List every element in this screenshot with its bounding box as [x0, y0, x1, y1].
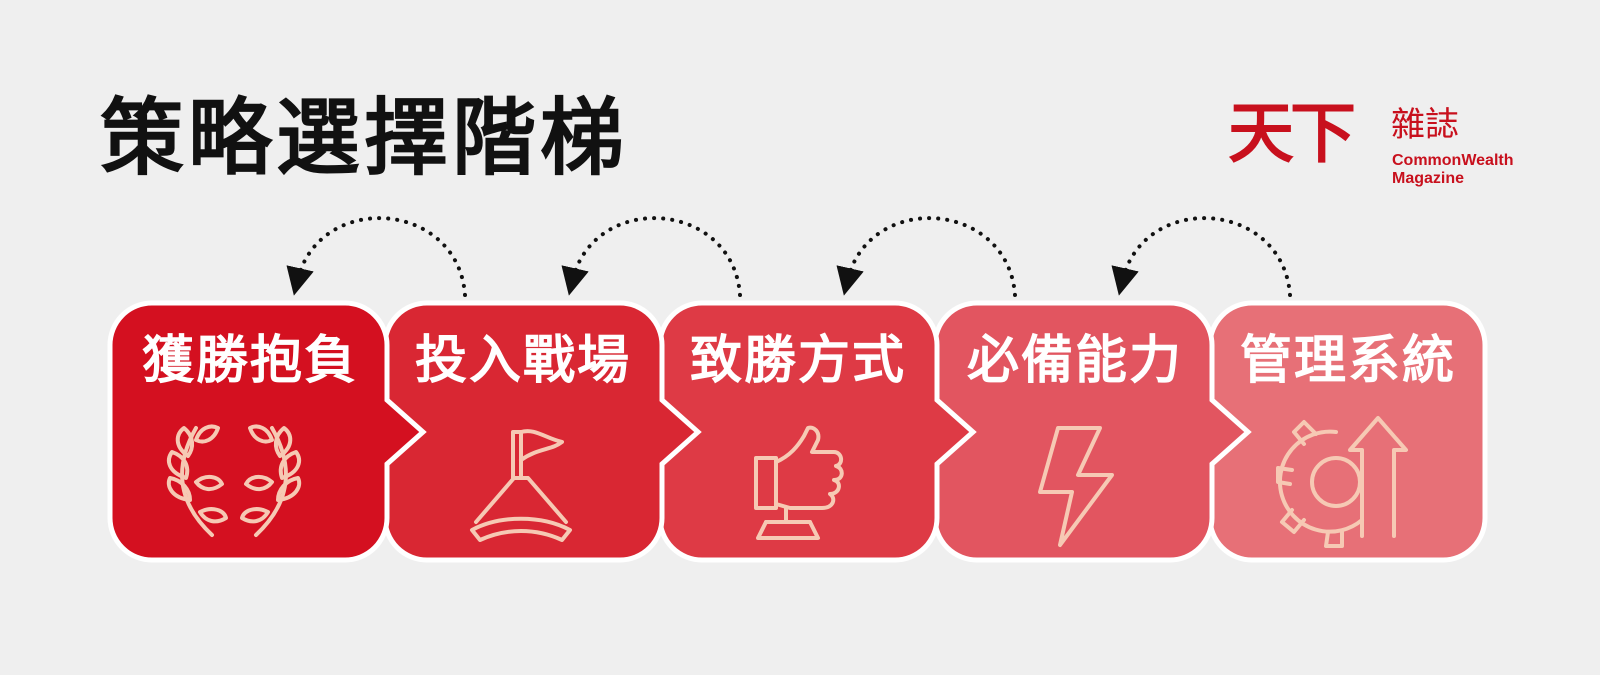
page-title: 策略選擇階梯	[100, 89, 629, 187]
logo-english-line2: Magazine	[1392, 170, 1465, 187]
step-box-4	[932, 300, 1252, 563]
feedback-arrow-4	[1111, 216, 1292, 297]
step-label-5: 管理系統	[1239, 331, 1456, 391]
thumbs-up-trophy-icon	[754, 425, 844, 540]
logo-chinese: 雜誌	[1391, 105, 1459, 145]
feedback-arrow-1	[286, 216, 467, 297]
logo-mark: 天下	[1228, 94, 1356, 172]
feedback-arrow-3	[836, 216, 1017, 297]
step-box-5	[1207, 300, 1488, 563]
step-box-2	[382, 300, 702, 563]
step-label-1: 獲勝抱負	[141, 331, 358, 391]
feedback-arrow-2	[561, 216, 742, 297]
step-label-4: 必備能力	[966, 331, 1183, 391]
logo-english-line1: CommonWealth	[1392, 152, 1514, 169]
lightning-bolt-icon	[1038, 426, 1114, 547]
step-label-2: 投入戰場	[414, 331, 631, 391]
commonwealth-logo: 天下 雜誌 CommonWealth Magazine	[1228, 94, 1513, 190]
gear-arrow-up-icon	[1276, 416, 1408, 548]
logo-english: CommonWealth Magazine	[1392, 152, 1532, 188]
step-label-3: 致勝方式	[689, 331, 906, 391]
flag-on-hill-icon	[470, 429, 572, 542]
laurel-wreath-icon	[166, 424, 302, 537]
